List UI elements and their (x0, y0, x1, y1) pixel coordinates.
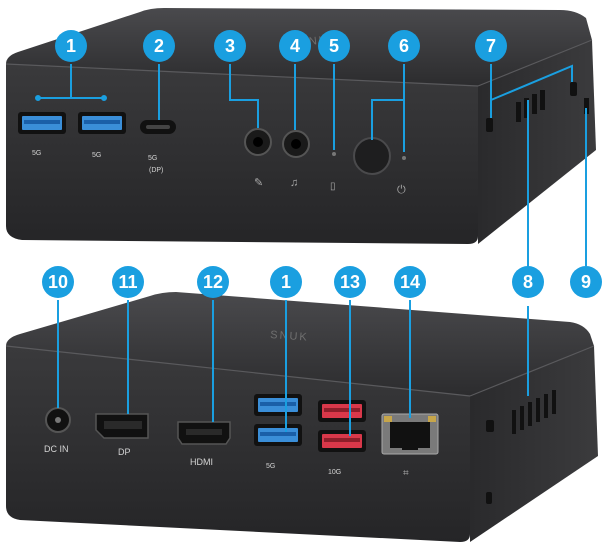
front-usb-a-port-1[interactable] (18, 112, 66, 134)
front-usb-a-port-2[interactable] (78, 112, 126, 134)
rear-usb-red-top[interactable] (318, 400, 366, 422)
dp-label: DP (118, 447, 131, 457)
rear-usb-blue-label: 5G (266, 463, 275, 470)
rear-device-back-face (6, 346, 470, 542)
callout-9: 9 (570, 266, 602, 298)
callout-1-rear: 1 (270, 266, 302, 298)
headphone-icon: ♫ (290, 177, 298, 189)
front-device-front-face (6, 64, 478, 244)
svg-text:14: 14 (400, 272, 420, 292)
svg-text:3: 3 (225, 36, 235, 56)
callout-13: 13 (334, 266, 366, 298)
lan-icon: ⌗ (403, 468, 409, 479)
callout-10: 10 (42, 266, 74, 298)
hdmi-label: HDMI (190, 457, 213, 467)
hdmi-port[interactable] (177, 421, 231, 445)
brand-logo-rear: SNUK (270, 329, 309, 344)
displayport[interactable] (95, 413, 149, 439)
headphone-jack[interactable] (282, 130, 310, 158)
power-button[interactable] (353, 137, 391, 175)
callout-8: 8 (512, 266, 544, 298)
svg-text:6: 6 (399, 36, 409, 56)
front-usb-c-dp-label: (DP) (149, 167, 163, 174)
front-usb-a-2-label: 5G (92, 152, 101, 159)
rear-side-port (486, 420, 494, 432)
callout-14: 14 (394, 266, 426, 298)
front-usb-c-label: 5G (148, 155, 157, 162)
callout-7: 7 (475, 30, 507, 62)
svg-text:1: 1 (66, 36, 76, 56)
hdd-icon: ▯ (330, 181, 336, 192)
callout-2: 2 (143, 30, 175, 62)
leader-lines (35, 64, 587, 436)
front-usb-c-port[interactable] (140, 120, 176, 134)
callout-5: 5 (318, 30, 350, 62)
mic-jack[interactable] (244, 128, 272, 156)
svg-text:2: 2 (154, 36, 164, 56)
side-vent-front (516, 90, 545, 122)
dc-in-port[interactable] (45, 407, 71, 433)
callout-3: 3 (214, 30, 246, 62)
svg-text:8: 8 (523, 272, 533, 292)
svg-text:4: 4 (290, 36, 300, 56)
callout-6: 6 (388, 30, 420, 62)
rear-usb-blue-bottom[interactable] (254, 424, 302, 446)
dc-in-label: DC IN (44, 444, 69, 454)
ethernet-port[interactable] (381, 413, 439, 455)
power-icon: ⏻ (397, 184, 406, 196)
side-small-port-2 (570, 82, 577, 96)
callout-1-top: 1 (55, 30, 87, 62)
rear-usb-blue-top[interactable] (254, 394, 302, 416)
front-device-side (478, 40, 596, 244)
svg-text:5: 5 (329, 36, 339, 56)
kensington-lock (584, 98, 589, 114)
side-small-port (486, 118, 493, 132)
power-led (402, 156, 406, 160)
svg-text:13: 13 (340, 272, 360, 292)
callout-4: 4 (279, 30, 311, 62)
svg-text:1: 1 (281, 272, 291, 292)
svg-text:11: 11 (118, 272, 137, 292)
callouts: 1 2 3 4 5 6 7 10 (42, 30, 602, 298)
rear-side-port-2 (486, 492, 492, 504)
svg-text:12: 12 (203, 272, 223, 292)
rear-usb-red-label: 10G (328, 469, 341, 476)
callout-11: 11 (112, 266, 144, 298)
callout-12: 12 (197, 266, 229, 298)
hdd-led (332, 152, 336, 156)
front-device: SNUK 5G 5G 5G (DP) ✎ (5, 8, 596, 244)
rear-device: SNUK DC IN DP HDMI (5, 292, 598, 542)
rear-device-side (470, 346, 598, 542)
svg-text:9: 9 (581, 272, 591, 292)
mic-icon: ✎ (254, 177, 263, 189)
side-vent-rear (512, 390, 556, 434)
front-usb-a-1-label: 5G (32, 150, 41, 157)
svg-text:10: 10 (48, 272, 68, 292)
rear-usb-red-bottom[interactable] (318, 430, 366, 452)
svg-text:7: 7 (486, 36, 496, 56)
